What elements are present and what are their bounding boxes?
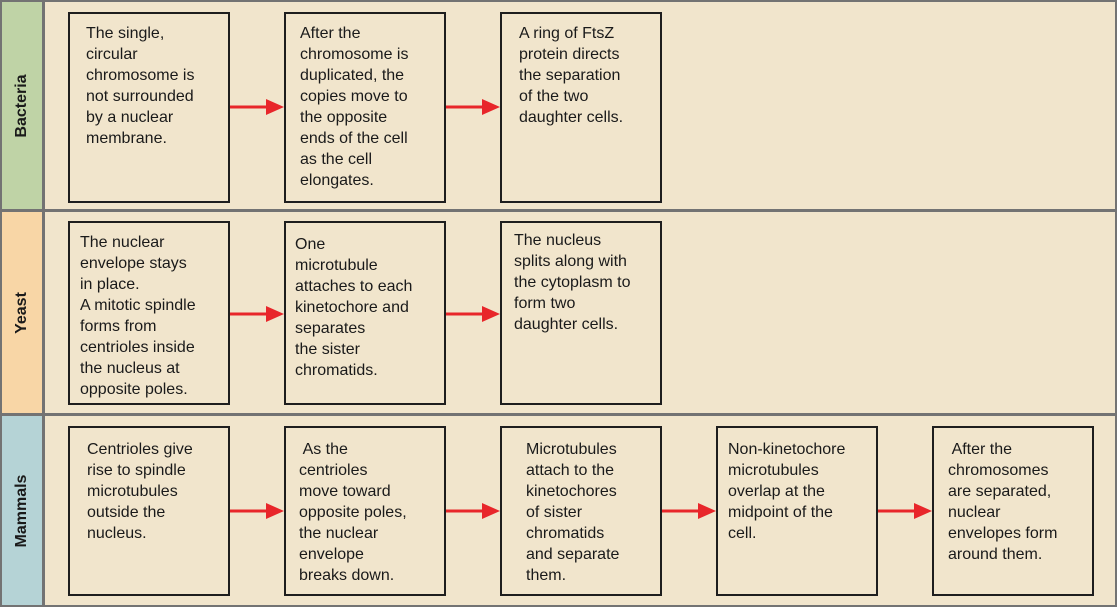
bacteria-step-3-box: A ring of FtsZ protein directs the separ… (500, 12, 662, 203)
mammals-row: Mammals Centrioles give rise to spindle … (2, 416, 1115, 605)
row-label-bacteria: Bacteria (13, 73, 30, 138)
yeast-step-2-text: One microtubule attaches to each kinetoc… (295, 236, 413, 379)
mammals-step-2-text: As the centrioles move toward opposite p… (299, 441, 407, 584)
yeast-label-cell: Yeast (2, 212, 42, 413)
yeast-step-1-box: The nuclear envelope stays in place. A m… (68, 221, 230, 405)
bacteria-label-cell: Bacteria (2, 2, 42, 209)
bacteria-step-3-text: A ring of FtsZ protein directs the separ… (519, 25, 624, 126)
mammals-step-1-box: Centrioles give rise to spindle microtub… (68, 426, 230, 596)
bacteria-step-1-box: The single, circular chromosome is not s… (68, 12, 230, 203)
bacteria-row: Bacteria The single, circular chromosome… (2, 2, 1115, 209)
yeast-steps-area: The nuclear envelope stays in place. A m… (45, 212, 1115, 413)
arrow-right-icon (446, 503, 500, 519)
yeast-step-3-text: The nucleus splits along with the cytopl… (514, 232, 631, 333)
bacteria-steps-area: The single, circular chromosome is not s… (45, 2, 1115, 209)
mammals-step-4-text: Non-kinetochore microtubules overlap at … (728, 441, 846, 542)
yeast-step-2-box: One microtubule attaches to each kinetoc… (284, 221, 446, 405)
mammals-step-5-text: After the chromosomes are separated, nuc… (948, 441, 1058, 563)
mammals-step-2-box: As the centrioles move toward opposite p… (284, 426, 446, 596)
arrow-right-icon (446, 306, 500, 322)
row-label-yeast: Yeast (13, 291, 30, 334)
mammals-label-cell: Mammals (2, 416, 42, 605)
mammals-step-1-text: Centrioles give rise to spindle microtub… (87, 441, 193, 542)
yeast-step-3-box: The nucleus splits along with the cytopl… (500, 221, 662, 405)
yeast-step-1-text: The nuclear envelope stays in place. A m… (80, 234, 196, 398)
mammals-step-3-text: Microtubules attach to the kinetochores … (526, 441, 620, 584)
arrow-right-icon (662, 503, 716, 519)
arrow-right-icon (230, 99, 284, 115)
bacteria-step-2-text: After the chromosome is duplicated, the … (300, 25, 409, 189)
bacteria-step-2-box: After the chromosome is duplicated, the … (284, 12, 446, 203)
bacteria-step-1-text: The single, circular chromosome is not s… (86, 25, 195, 147)
arrow-right-icon (878, 503, 932, 519)
arrow-right-icon (446, 99, 500, 115)
yeast-row: Yeast The nuclear envelope stays in plac… (2, 212, 1115, 413)
arrow-right-icon (230, 503, 284, 519)
mammals-step-3-box: Microtubules attach to the kinetochores … (500, 426, 662, 596)
row-label-mammals: Mammals (13, 474, 30, 547)
mammals-steps-area: Centrioles give rise to spindle microtub… (45, 416, 1115, 605)
mammals-step-4-box: Non-kinetochore microtubules overlap at … (716, 426, 878, 596)
mammals-step-5-box: After the chromosomes are separated, nuc… (932, 426, 1094, 596)
arrow-right-icon (230, 306, 284, 322)
